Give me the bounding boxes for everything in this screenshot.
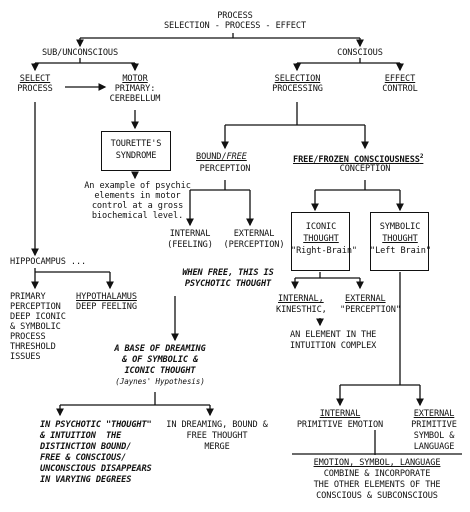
psychotic-line2: PSYCHOTIC THOUGHT	[184, 279, 272, 289]
processing-label: PROCESSING	[272, 84, 323, 94]
primary-perception-2: PERCEPTION	[10, 302, 61, 312]
motor-label: MOTOR	[122, 74, 148, 84]
primitive-label: PRIMITIVE	[411, 420, 457, 430]
combine-line3: THE OTHER ELEMENTS OF THE	[313, 480, 441, 490]
conscious-head: CONSCIOUS	[337, 48, 383, 58]
tourette-box	[101, 131, 171, 171]
primitive-emotion-label: PRIMITIVE EMOTION	[296, 420, 384, 430]
psychic-line3: control at a gross	[91, 201, 184, 211]
perception-label: PERCEPTION	[199, 164, 251, 174]
primary-perception-4: & SYMBOLIC	[10, 322, 61, 332]
intuition-line1: AN ELEMENT IN THE	[290, 330, 377, 340]
external-perception-label: (PERCEPTION)	[223, 240, 285, 250]
symbolic-line1: SYMBOLIC	[379, 222, 421, 232]
psychic-line4: biochemical level.	[91, 211, 184, 221]
primary-perception-5: PROCESS	[10, 332, 46, 342]
tourette-line1: TOURETTE'S	[110, 139, 162, 149]
psychotic2-line3: DISTINCTION BOUND/	[40, 442, 132, 452]
external-kin-label: EXTERNAL	[345, 294, 386, 304]
symbol-and-label: SYMBOL &	[413, 431, 455, 441]
title-selection-process-effect: SELECTION - PROCESS - EFFECT	[163, 21, 307, 31]
psychotic-line1: WHEN FREE, THIS IS	[182, 268, 274, 278]
hippocampus-label: HIPPOCAMPUS ...	[10, 257, 87, 267]
combine-line2: COMBINE & INCORPORATE	[323, 469, 431, 479]
dream-line2: & OF SYMBOLIC &	[121, 355, 199, 365]
conception-label: CONCEPTION	[339, 164, 391, 174]
dream-line3: ICONIC THOUGHT	[124, 366, 196, 376]
internal-kin-label: INTERNAL,	[278, 294, 324, 304]
bound-free-label: BOUND/FREE	[196, 152, 247, 162]
primary-label: PRIMARY:	[114, 84, 156, 94]
deep-feeling-label: DEEP FEELING	[76, 302, 137, 312]
symbolic-thought-box	[370, 212, 429, 271]
symbolic-line2: THOUGHT	[382, 234, 418, 244]
primary-perception-6: THRESHOLD	[10, 342, 56, 352]
dream-line4: (Jaynes' Hypothesis)	[115, 377, 205, 386]
effect-label: EFFECT	[384, 74, 416, 84]
hypothalamus-label: HYPOTHALAMUS	[76, 292, 137, 302]
primary-perception-7: ISSUES	[10, 352, 41, 362]
frozen-consciousness-label: FREE/FROZEN CONSCIOUSNESS2	[293, 153, 424, 165]
psychotic2-line4: FREE & CONSCIOUS/	[40, 453, 127, 463]
internal-label: INTERNAL	[169, 229, 211, 239]
selection-label: SELECTION	[274, 74, 321, 84]
internal-emotion-label: INTERNAL	[319, 409, 361, 419]
combine-line4: CONSCIOUS & SUBCONSCIOUS	[316, 491, 438, 501]
select-label: SELECT	[19, 74, 51, 84]
language-label: LANGUAGE	[413, 442, 455, 452]
iconic-thought-box	[291, 212, 350, 271]
sub-unconscious-head: SUB/UNCONSCIOUS	[41, 48, 119, 58]
psychotic2-line1: IN PSYCHOTIC "THOUGHT"	[40, 420, 152, 430]
process-label: PROCESS	[17, 84, 53, 94]
external-symbol-label: EXTERNAL	[413, 409, 455, 419]
psychotic2-line5: UNCONSCIOUS DISAPPEARS	[40, 464, 152, 474]
kinesthic-label: KINESTHIC,	[276, 305, 327, 315]
dream-line1: A BASE OF DREAMING	[114, 344, 206, 354]
combine-line1: EMOTION, SYMBOL, LANGUAGE	[313, 458, 441, 468]
intuition-line2: INTUITION COMPLEX	[290, 341, 377, 351]
iconic-line3: "Right-Brain"	[291, 246, 357, 256]
psychotic2-line2: & INTUITION THE	[40, 431, 122, 441]
feeling-label: (FEELING)	[167, 240, 213, 250]
external-label: EXTERNAL	[233, 229, 275, 239]
control-label: CONTROL	[382, 84, 418, 94]
psychic-line2: elements in motor	[94, 191, 181, 201]
dreaming-line1: IN DREAMING, BOUND &	[166, 420, 268, 430]
psychotic2-line6: IN VARYING DEGREES	[40, 475, 132, 485]
primary-perception-3: DEEP ICONIC	[10, 312, 66, 322]
iconic-line1: ICONIC	[305, 222, 337, 232]
psychic-line1: An example of psychic	[84, 181, 191, 191]
dreaming-line3: MERGE	[204, 442, 230, 452]
dreaming-line2: FREE THOUGHT	[186, 431, 248, 441]
iconic-line2: THOUGHT	[303, 234, 339, 244]
tourette-line2: SYNDROME	[115, 151, 157, 161]
cerebellum-label: CEREBELLUM	[109, 94, 161, 104]
external-kin-perception-label: "PERCEPTION"	[340, 305, 401, 315]
title-process: PROCESS	[217, 11, 253, 21]
primary-perception-1: PRIMARY	[10, 292, 46, 302]
symbolic-line3: "Left Brain"	[370, 246, 431, 256]
